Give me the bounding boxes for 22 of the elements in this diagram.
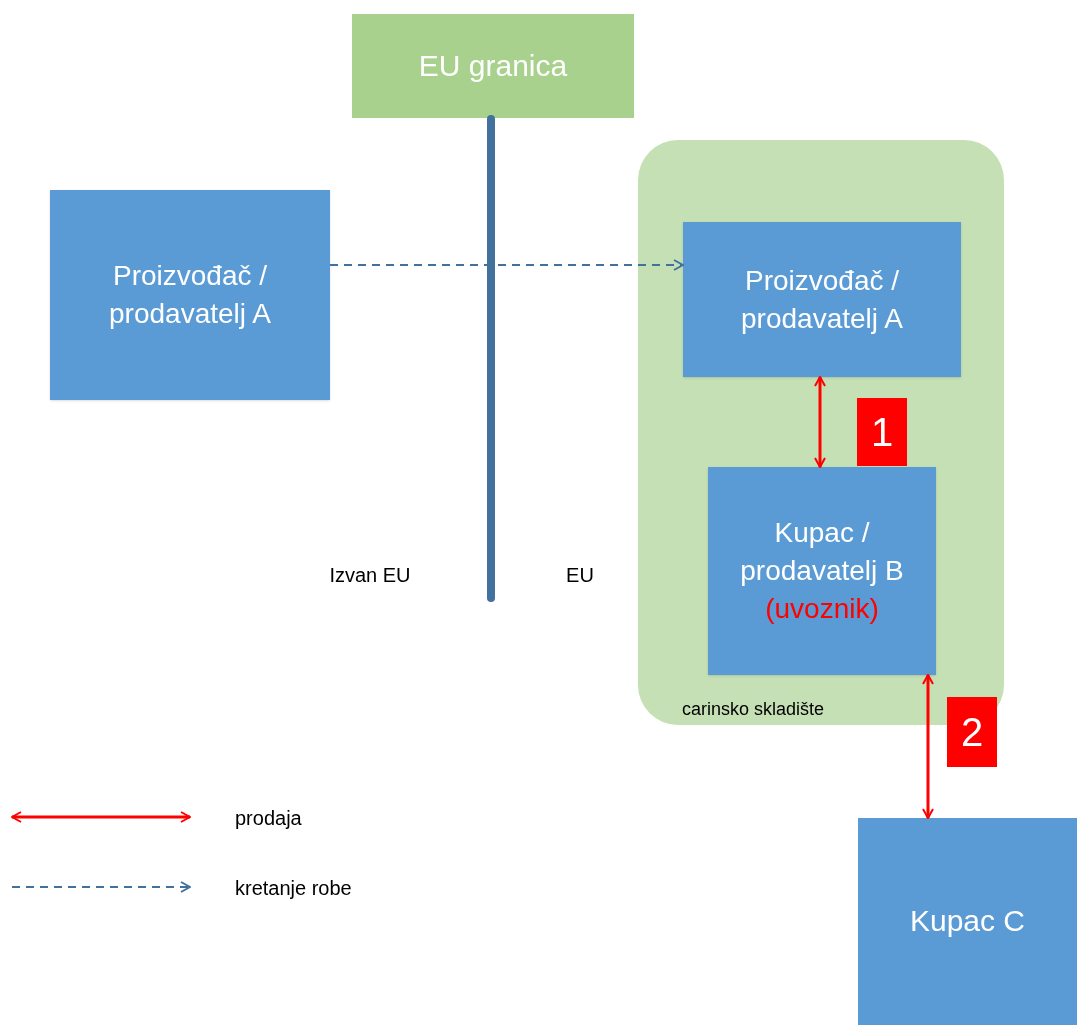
node-text: Kupac / prodavatelj B (uvoznik) — [739, 516, 905, 626]
seller-box — [683, 222, 961, 377]
arrow — [329, 259, 684, 271]
node-text: 1 — [869, 409, 895, 456]
buyer-box — [858, 818, 1077, 1025]
node-text: carinsko skladište — [681, 697, 826, 721]
seller-box — [50, 190, 330, 400]
node-text: 2 — [959, 709, 985, 756]
legend-text: kretanje robe — [235, 876, 352, 901]
step-number — [947, 697, 997, 767]
buyer-box — [708, 467, 936, 675]
legend-text: prodaja — [235, 806, 302, 831]
node-text: Proizvođač / prodavatelj A — [108, 259, 272, 331]
arrow — [814, 376, 826, 468]
step-number — [857, 398, 907, 466]
arrow — [922, 674, 934, 819]
border-box — [352, 14, 634, 118]
node-text: Kupac C — [908, 903, 1027, 940]
node-text: EU granica — [417, 47, 569, 84]
region-label: Izvan EU — [328, 563, 412, 588]
region-label: EU — [565, 563, 595, 588]
node-text: Proizvođač / prodavatelj A — [740, 263, 904, 336]
